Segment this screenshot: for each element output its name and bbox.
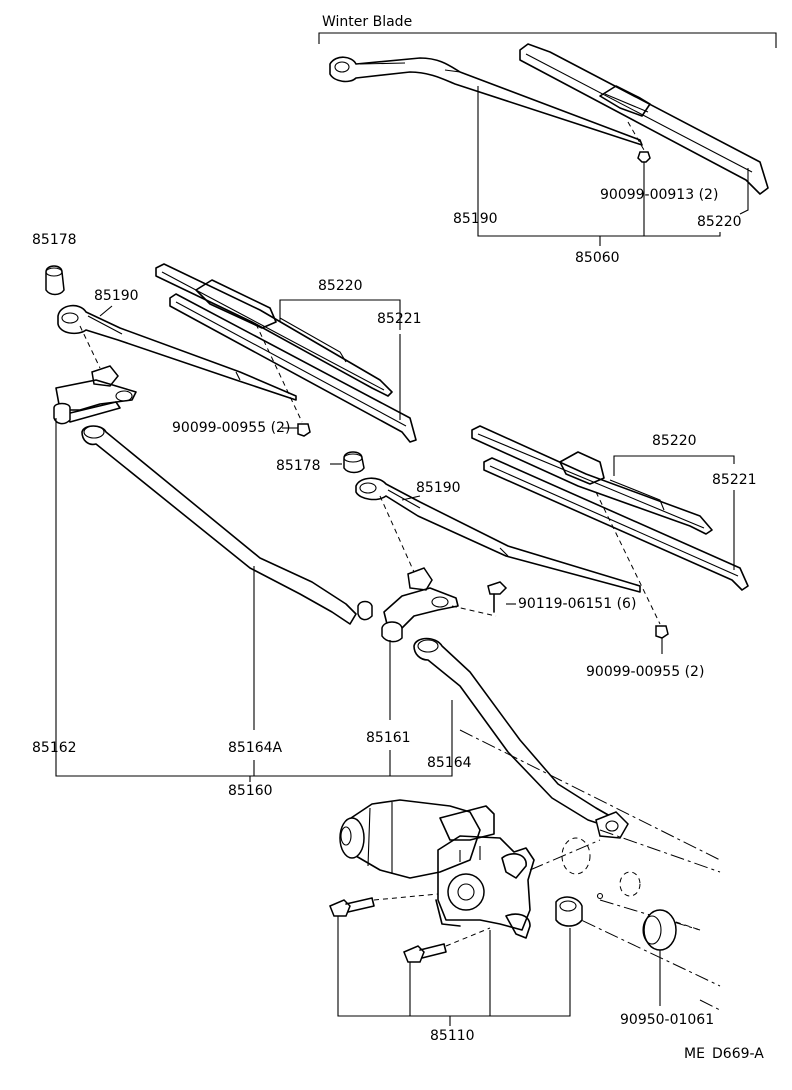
- pivot-bolt: [451, 581, 508, 617]
- left-wiper-arm: [57, 304, 297, 401]
- motor-bolt-lower: [403, 927, 491, 963]
- label-85162: 85162: [32, 740, 77, 756]
- leader-85190-left: [99, 305, 113, 317]
- label-85060: 85060: [575, 250, 620, 266]
- leader-85110: [337, 916, 571, 1026]
- label-85220-winter: 85220: [697, 214, 742, 230]
- label-90950-01061: 90950-01061: [620, 1012, 714, 1028]
- label-90099-00955-right: 90099-00955 (2): [586, 664, 704, 680]
- label-85161: 85161: [366, 730, 411, 746]
- link-rod-85164A: [81, 425, 373, 625]
- label-90099-00913: 90099-00913 (2): [600, 187, 718, 203]
- label-85164A: 85164A: [228, 740, 283, 756]
- left-wiper-blade-frame: [155, 263, 393, 397]
- label-85221-left: 85221: [377, 311, 422, 327]
- left-pivot-linkage: [53, 325, 137, 425]
- leader-85220-left: [279, 299, 401, 420]
- right-wiper-blade-insert: [483, 457, 749, 591]
- label-85190-left: 85190: [94, 288, 139, 304]
- right-pivot-linkage: [379, 495, 459, 643]
- label-85190-winter: 85190: [453, 211, 498, 227]
- label-85178-mid: 85178: [276, 458, 321, 474]
- motor-bolt-upper: [329, 893, 439, 917]
- winter-blade-bracket: [318, 32, 777, 48]
- wiper-motor: [339, 799, 535, 939]
- label-85178-top: 85178: [32, 232, 77, 248]
- diagram-code: D669-A: [712, 1046, 764, 1062]
- label-90119-06151: 90119-06151 (6): [518, 596, 636, 612]
- pivot-cap-top: [45, 265, 65, 296]
- winter-wiper-arm: [329, 56, 643, 146]
- leader-85220-right: [613, 455, 735, 570]
- leader-85060: [477, 86, 749, 246]
- cowl-panel-outline: [459, 729, 721, 1011]
- winter-blade-screw: [627, 121, 651, 176]
- label-85164: 85164: [427, 755, 472, 771]
- motor-bushing: [555, 896, 583, 927]
- right-wiper-blade-frame: [471, 425, 713, 535]
- left-blade-screw: [255, 323, 311, 437]
- grommet: [642, 909, 701, 951]
- label-85220-left: 85220: [318, 278, 363, 294]
- label-85220-right: 85220: [652, 433, 697, 449]
- left-wiper-blade-insert: [169, 293, 417, 443]
- label-90099-00955-left: 90099-00955 (2): [172, 420, 290, 436]
- winter-wiper-blade: [519, 43, 769, 195]
- right-wiper-arm: [355, 477, 641, 593]
- label-85221-right: 85221: [712, 472, 757, 488]
- winter-blade-heading: Winter Blade: [322, 14, 412, 30]
- diagram-code-prefix: ME: [684, 1046, 705, 1062]
- right-blade-screw: [595, 491, 669, 654]
- pivot-cap-mid: [343, 451, 365, 474]
- leader-85160: [55, 418, 453, 782]
- label-85160: 85160: [228, 783, 273, 799]
- label-85190-right: 85190: [416, 480, 461, 496]
- label-85110: 85110: [430, 1028, 475, 1044]
